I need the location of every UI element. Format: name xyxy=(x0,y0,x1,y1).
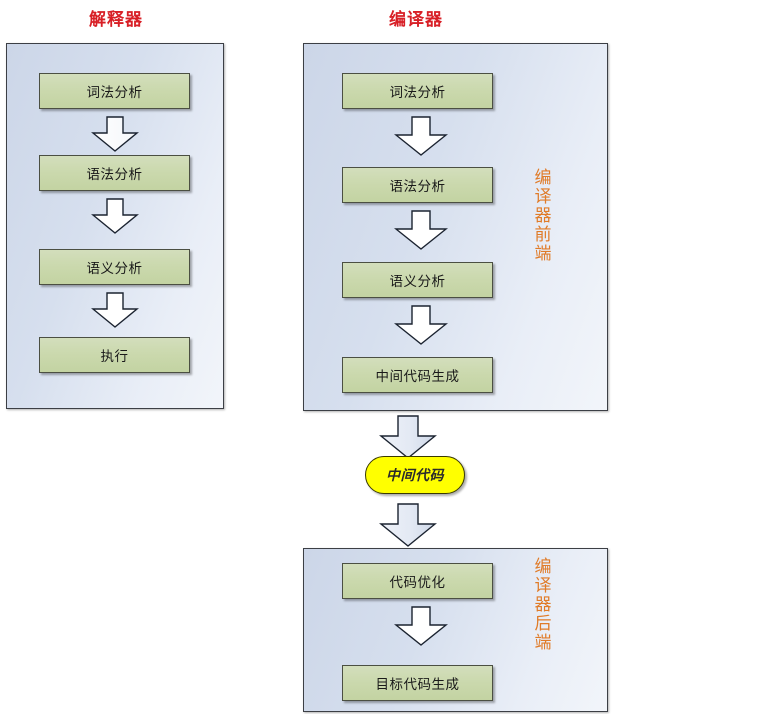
side-label-char: 编 xyxy=(534,557,552,577)
arrow-down-icon xyxy=(394,305,448,345)
stage-intermediate-code-generation[interactable]: 中间代码生成 xyxy=(342,357,493,393)
arrow-down-icon xyxy=(91,198,139,234)
compiler-frontend-panel: 词法分析 语法分析 语义分析 中间代码生成 编 译 器 前 端 xyxy=(303,43,608,411)
stage-semantic-analysis-interpreter[interactable]: 语义分析 xyxy=(39,249,190,285)
compiler-column-title: 编译器 xyxy=(389,10,443,30)
stage-semantic-analysis-compiler[interactable]: 语义分析 xyxy=(342,262,493,298)
stage-code-optimization[interactable]: 代码优化 xyxy=(342,563,493,599)
side-label-char: 译 xyxy=(534,576,552,597)
arrow-down-icon xyxy=(394,210,448,250)
arrow-down-icon xyxy=(394,116,448,156)
side-label-char: 编 xyxy=(534,168,552,188)
stage-target-code-generation[interactable]: 目标代码生成 xyxy=(342,665,493,701)
stage-execute-interpreter[interactable]: 执行 xyxy=(39,337,190,373)
stage-lexical-analysis-compiler[interactable]: 词法分析 xyxy=(342,73,493,109)
side-label-char: 端 xyxy=(534,244,552,265)
compiler-backend-side-label: 编 译 器 后 端 xyxy=(531,557,555,654)
arrow-down-icon xyxy=(378,415,438,459)
compiler-backend-panel: 代码优化 目标代码生成 编 译 器 后 端 xyxy=(303,548,608,712)
side-label-char: 前 xyxy=(534,225,552,246)
stage-lexical-analysis-interpreter[interactable]: 词法分析 xyxy=(39,73,190,109)
interpreter-column-title: 解释器 xyxy=(89,10,143,30)
side-label-char: 译 xyxy=(534,187,552,208)
stage-syntax-analysis-compiler[interactable]: 语法分析 xyxy=(342,167,493,203)
intermediate-code-node[interactable]: 中间代码 xyxy=(365,456,465,494)
arrow-down-icon xyxy=(378,503,438,547)
side-label-char: 器 xyxy=(534,206,552,227)
side-label-char: 器 xyxy=(534,595,552,616)
stage-syntax-analysis-interpreter[interactable]: 语法分析 xyxy=(39,155,190,191)
interpreter-panel: 词法分析 语法分析 语义分析 执行 xyxy=(6,43,224,409)
arrow-down-icon xyxy=(91,116,139,152)
side-label-char: 后 xyxy=(534,614,552,635)
arrow-down-icon xyxy=(91,292,139,328)
arrow-down-icon xyxy=(394,606,448,646)
side-label-char: 端 xyxy=(534,633,552,654)
compiler-frontend-side-label: 编 译 器 前 端 xyxy=(531,168,555,265)
